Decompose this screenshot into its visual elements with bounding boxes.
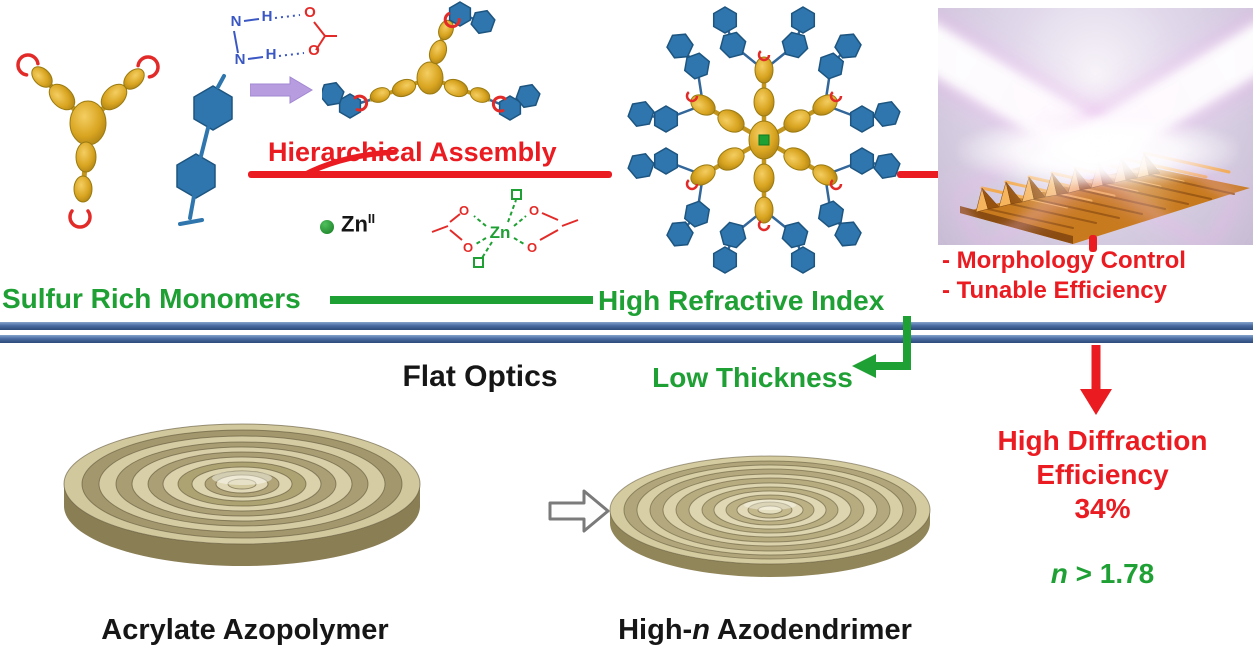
complex-zn-label: Zn — [490, 223, 511, 242]
high-n-prefix: High- — [618, 614, 693, 646]
dendrimer-disc-highlight — [744, 500, 796, 510]
acrylate-disc-rings — [63, 423, 421, 545]
high-n-azodendrimer-label: High-n Azodendrimer — [580, 614, 950, 647]
trimer-beads — [369, 19, 491, 103]
diffraction-efficiency-label: High Diffraction Efficiency 34% — [985, 424, 1220, 526]
hydrogen-bond-motif: N H O N H O — [231, 4, 337, 68]
azobenzene-rings — [176, 85, 233, 199]
acetate-o-bl: O — [463, 240, 473, 255]
diffraction-efficiency-arrow — [1080, 345, 1112, 415]
high-n-symbol: n — [692, 614, 710, 646]
acrylate-disc — [63, 423, 421, 566]
refractive-index-value: n > 1.78 — [985, 558, 1220, 590]
divider-bar-bottom — [0, 335, 1253, 343]
assembled-trimer-molecule — [322, 1, 542, 121]
flat-optics-label: Flat Optics — [402, 360, 558, 393]
acrylate-disc-highlight — [212, 471, 272, 485]
photo-caption: - Morphology Control - Tunable Efficienc… — [942, 246, 1242, 306]
low-thickness-label: Low Thickness — [652, 362, 853, 393]
grating-photo — [938, 8, 1253, 245]
complex-dashed-bonds — [473, 199, 527, 259]
monomer-beads — [31, 66, 145, 203]
divider-bar-top — [0, 322, 1253, 330]
transform-arrow-icon — [548, 489, 610, 533]
hbond-o2: O — [308, 42, 320, 59]
low-thickness-arrow — [852, 316, 911, 378]
acetate-o-tr: O — [529, 203, 539, 218]
zinc-symbol: Zn — [341, 211, 368, 237]
hierarchical-assembly-label: Hierarchical Assembly — [268, 137, 557, 167]
complex-ligand-squares — [473, 189, 522, 268]
hbond-h1: H — [262, 8, 273, 25]
zinc-acetate-complex: O O O O Zn — [431, 189, 579, 268]
n-symbol: n — [1050, 558, 1068, 589]
sulfur-monomer-molecule — [12, 49, 164, 229]
morphology-control-label: - Morphology Control — [942, 247, 1186, 274]
assembly-arrow-line — [248, 171, 612, 178]
diffraction-line1: High Diffraction — [997, 425, 1208, 456]
green-connector-line — [330, 296, 593, 304]
dendrimer-red-linkers — [685, 48, 843, 232]
tunable-efficiency-label: - Tunable Efficiency — [942, 277, 1167, 304]
dendrimer-zinc-center — [758, 134, 770, 146]
acetate-bonds — [431, 212, 579, 241]
azobenzene-monomer-molecule — [176, 74, 233, 226]
assembly-arrow-line-right — [897, 171, 941, 178]
n-value: > 1.78 — [1067, 558, 1155, 589]
diffraction-value: 34% — [1074, 493, 1131, 524]
hbond-n1: N — [231, 13, 242, 30]
hbond-n2: N — [235, 51, 246, 68]
sulfur-rich-monomers-label: Sulfur Rich Monomers — [2, 283, 301, 314]
zinc-ion-dot — [320, 220, 334, 234]
assembly-step-arrow-icon — [250, 76, 313, 104]
dendrimer-disc — [609, 455, 931, 577]
acetate-o-br: O — [527, 240, 537, 255]
acrylate-disc-side — [64, 484, 420, 566]
azobenzene-bonds — [178, 74, 226, 226]
high-refractive-index-label: High Refractive Index — [598, 285, 885, 316]
acrylate-azopolymer-label: Acrylate Azopolymer — [101, 614, 389, 646]
hbond-o1: O — [304, 4, 316, 21]
light-glow — [958, 116, 1238, 186]
zinc-oxidation-state: II — [367, 211, 376, 226]
hbond-h2: H — [266, 46, 277, 63]
dendrimer-disc-rings — [609, 455, 931, 565]
dendrimer-disc-side — [610, 510, 930, 577]
photo-connector-tick — [1089, 235, 1097, 252]
zinc-ion-label: ZnII — [341, 211, 375, 237]
acetate-o-tl: O — [459, 203, 469, 218]
azodendrimer-molecule — [625, 6, 903, 274]
high-n-suffix: Azodendrimer — [709, 614, 912, 646]
diffraction-line2: Efficiency — [1036, 459, 1169, 490]
hbond-lines — [233, 14, 337, 60]
